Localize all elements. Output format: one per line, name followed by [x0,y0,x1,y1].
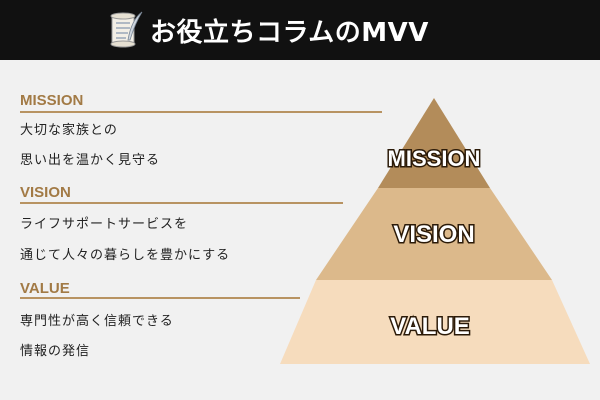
section-line: 思い出を温かく見守る [20,153,161,168]
scroll-quill-icon [110,11,143,48]
section-vision: VISION ライフサポートサービスを 通じて人々の暮らしを豊かにする [20,184,343,263]
section-line: 情報の発信 [20,344,91,359]
pyramid-tier-value [280,280,590,364]
pyramid-tier-mission [378,98,490,188]
page-title: お役立ちコラムのMVV [150,17,429,48]
section-line: 大切な家族との [20,123,118,138]
section-label: MISSION [20,92,84,109]
pyramid-tier-vision [316,188,552,280]
section-label: VALUE [20,280,70,297]
pyramid-label-vision: VISION [393,221,474,248]
section-line: ライフサポートサービスを [20,217,189,232]
section-divider [20,111,382,113]
section-value: VALUE 専門性が高く信頼できる 情報の発信 [20,280,300,359]
section-mission: MISSION 大切な家族との 思い出を温かく見守る [20,92,382,168]
section-line: 通じて人々の暮らしを豊かにする [20,248,231,263]
section-label: VISION [20,184,71,201]
header-bar: お役立ちコラムのMVV [0,0,600,60]
pyramid-label-mission: MISSION [388,146,481,171]
section-line: 専門性が高く信頼できる [20,314,174,329]
header-content: お役立ちコラムのMVV [106,6,429,54]
section-divider [20,202,343,204]
section-divider [20,297,300,299]
pyramid-label-value: VALUE [390,313,470,340]
